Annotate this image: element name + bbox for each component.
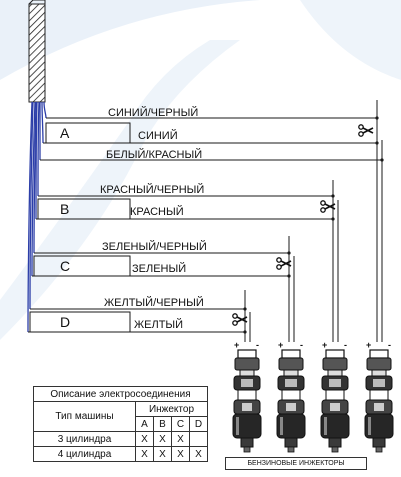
col-letter: D [189, 416, 208, 432]
injector-highlight [324, 417, 327, 435]
injector-neck [239, 369, 255, 377]
plus-label: + [278, 340, 283, 350]
injector-collar [281, 389, 301, 401]
junction-dots [243, 116, 384, 334]
row-mark: X [189, 446, 208, 462]
plus-label: + [366, 340, 371, 350]
row-mark: X [135, 446, 154, 462]
wire-label: СИНИЙ/ЧЕРНЫЙ [108, 106, 198, 119]
injector-highlight [236, 417, 239, 435]
injector-connector [234, 357, 260, 371]
injector-collar [325, 389, 345, 401]
wire-label: ЖЕЛТЫЙ [134, 318, 183, 331]
fuel-injector: +- [320, 340, 350, 453]
col-header-injector: Инжектор [135, 401, 208, 417]
wire-label: ЗЕЛЕНЫЙ [132, 262, 186, 275]
wire-label: ЗЕЛЕНЫЙ/ЧЕРНЫЙ [102, 240, 207, 253]
wire-label: БЕЛЫЙ/КРАСНЫЙ [106, 148, 202, 161]
row-type: 4 цилиндра [33, 446, 136, 462]
injector-mid-window [330, 403, 340, 411]
row-mark: X [153, 431, 172, 447]
wire-label: КРАСНЫЙ/ЧЕРНЫЙ [100, 183, 204, 196]
group-letter: D [60, 314, 70, 330]
minus-label: - [344, 340, 347, 350]
injector-connector [322, 357, 348, 371]
injector-top-window [285, 379, 297, 387]
scissors-icon [358, 124, 374, 137]
plus-label: + [322, 340, 327, 350]
group-letter: C [60, 258, 70, 274]
wire-label: СИНИЙ [138, 129, 178, 142]
injector-top-window [373, 379, 385, 387]
injector-tip [243, 446, 251, 453]
row-mark: X [171, 431, 190, 447]
group-c-wires [32, 236, 295, 342]
group-b-wires [36, 180, 339, 342]
row-type: 3 цилиндра [33, 431, 136, 447]
group-letter: A [60, 125, 70, 141]
injector-tip [375, 446, 383, 453]
connection-table: Описание электросоединения Тип машины Ин… [33, 386, 208, 462]
injector-plug [281, 349, 301, 359]
minus-label: - [300, 340, 303, 350]
injector-mid-window [242, 403, 252, 411]
injector-collar [369, 389, 389, 401]
table-row: 4 цилиндра X X X X [33, 446, 208, 462]
table-title: Описание электросоединения [33, 386, 208, 402]
injector-top-window [329, 379, 341, 387]
injector-connector [366, 357, 392, 371]
injector-neck [327, 369, 343, 377]
row-mark [189, 431, 208, 447]
wire-bundle [27, 101, 47, 333]
injector-collar [237, 389, 257, 401]
wire-label: ЖЕЛТЫЙ/ЧЕРНЫЙ [104, 296, 204, 309]
injector-plug [369, 349, 389, 359]
cable-sheath [28, 3, 46, 103]
injector-mid-window [286, 403, 296, 411]
injector-nozzle [372, 437, 386, 448]
minus-label: - [256, 340, 259, 350]
col-header-type: Тип машины [33, 401, 136, 432]
injector-connector [278, 357, 304, 371]
injector-plug [237, 349, 257, 359]
row-mark: X [171, 446, 190, 462]
injector-neck [283, 369, 299, 377]
injector-top-window [241, 379, 253, 387]
col-letter: A [135, 416, 154, 432]
injector-highlight [368, 417, 371, 435]
row-mark: X [153, 446, 172, 462]
scissors-icon [320, 200, 336, 213]
injector-neck [371, 369, 387, 377]
injector-tip [287, 446, 295, 453]
group-letter: B [60, 201, 69, 217]
injector-nozzle [240, 437, 254, 448]
row-mark: X [135, 431, 154, 447]
scissors-icon [276, 257, 292, 270]
scissors-icon [232, 313, 248, 326]
wire-label: КРАСНЫЙ [130, 205, 184, 218]
minus-label: - [388, 340, 391, 350]
injectors-caption: БЕНЗИНОВЫЕ ИНЖЕКТОРЫ [225, 457, 367, 470]
injector-nozzle [328, 437, 342, 448]
background-decoration [0, 0, 401, 340]
injector-mid-window [374, 403, 384, 411]
injector-highlight [280, 417, 283, 435]
plus-label: + [234, 340, 239, 350]
group-d-wires [28, 290, 251, 342]
col-letter: B [153, 416, 172, 432]
table-row: 3 цилиндра X X X [33, 431, 208, 447]
group-a-wires [40, 100, 383, 342]
injector-plug [325, 349, 345, 359]
col-letter: C [171, 416, 190, 432]
fuel-injector: +- [232, 340, 262, 453]
fuel-injector: +- [276, 340, 306, 453]
injector-tip [331, 446, 339, 453]
injector-nozzle [284, 437, 298, 448]
fuel-injector: +- [364, 340, 394, 453]
